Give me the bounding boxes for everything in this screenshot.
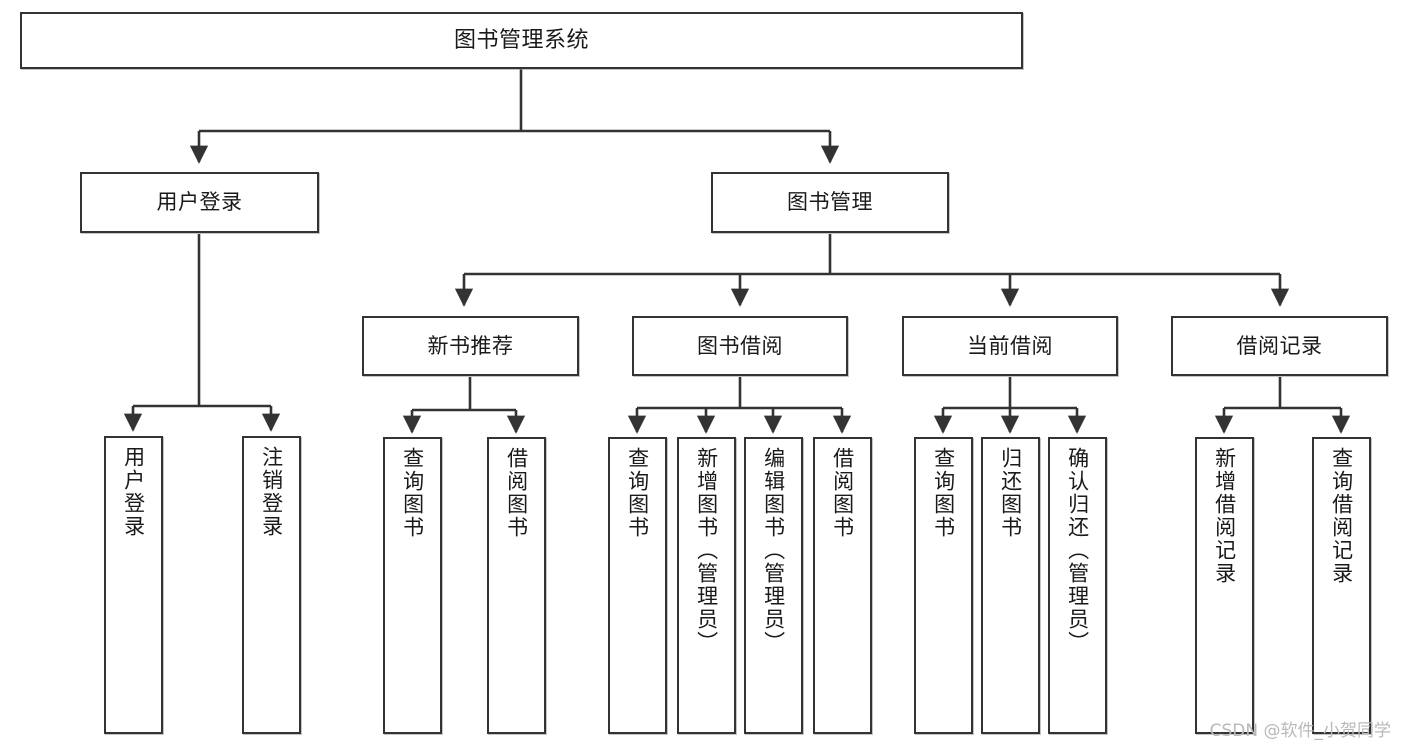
leaf-query-borrow-record[interactable]: 查询借阅记录: [1312, 437, 1371, 734]
node-book-borrow[interactable]: 图书借阅: [632, 316, 848, 376]
leaf-add-book-admin[interactable]: 新增图书（管理员）: [677, 437, 736, 734]
leaf-confirm-return-admin[interactable]: 确认归还（管理员）: [1048, 437, 1107, 734]
leaf-borrow-book-recommend[interactable]: 借阅图书: [487, 437, 546, 734]
node-label: 新书推荐: [427, 333, 514, 358]
node-borrow-record[interactable]: 借阅记录: [1171, 316, 1388, 376]
leaf-return-book[interactable]: 归还图书: [981, 437, 1040, 734]
leaf-borrow-book[interactable]: 借阅图书: [813, 437, 872, 734]
node-label: 图书管理系统: [453, 27, 589, 53]
node-label: 编辑图书（管理员）: [761, 447, 786, 654]
node-label: 查询图书: [625, 447, 650, 539]
leaf-user-login[interactable]: 用户登录: [104, 436, 163, 734]
node-label: 新增借阅记录: [1212, 447, 1237, 585]
leaf-query-book-borrow[interactable]: 查询图书: [608, 437, 667, 734]
node-label: 用户登录: [156, 190, 243, 215]
leaf-edit-book-admin[interactable]: 编辑图书（管理员）: [744, 437, 803, 734]
leaf-add-borrow-record[interactable]: 新增借阅记录: [1195, 437, 1254, 734]
node-user-login[interactable]: 用户登录: [80, 172, 319, 233]
node-label: 注销登录: [259, 446, 284, 538]
node-label: 用户登录: [121, 446, 146, 538]
leaf-query-book-recommend[interactable]: 查询图书: [383, 437, 442, 734]
node-current-borrow[interactable]: 当前借阅: [902, 316, 1118, 376]
node-label: 查询图书: [931, 447, 956, 539]
leaf-query-book-current[interactable]: 查询图书: [914, 437, 973, 734]
csdn-watermark: CSDN @软件_小贺同学: [1209, 721, 1391, 741]
node-label: 新增图书（管理员）: [694, 447, 719, 654]
node-label: 图书管理: [787, 190, 873, 215]
node-label: 查询借阅记录: [1329, 447, 1354, 585]
node-label: 借阅图书: [504, 447, 529, 539]
node-label: 当前借阅: [967, 333, 1053, 358]
node-new-book-recommend[interactable]: 新书推荐: [362, 316, 579, 376]
node-label: 借阅图书: [830, 447, 855, 539]
node-label: 借阅记录: [1236, 333, 1323, 358]
leaf-logout-login[interactable]: 注销登录: [242, 436, 301, 734]
node-label: 归还图书: [998, 447, 1023, 539]
node-root-book-management-system[interactable]: 图书管理系统: [20, 12, 1023, 69]
node-label: 查询图书: [400, 447, 425, 539]
node-label: 图书借阅: [697, 333, 783, 358]
node-label: 确认归还（管理员）: [1065, 447, 1090, 654]
node-book-management[interactable]: 图书管理: [711, 172, 949, 233]
